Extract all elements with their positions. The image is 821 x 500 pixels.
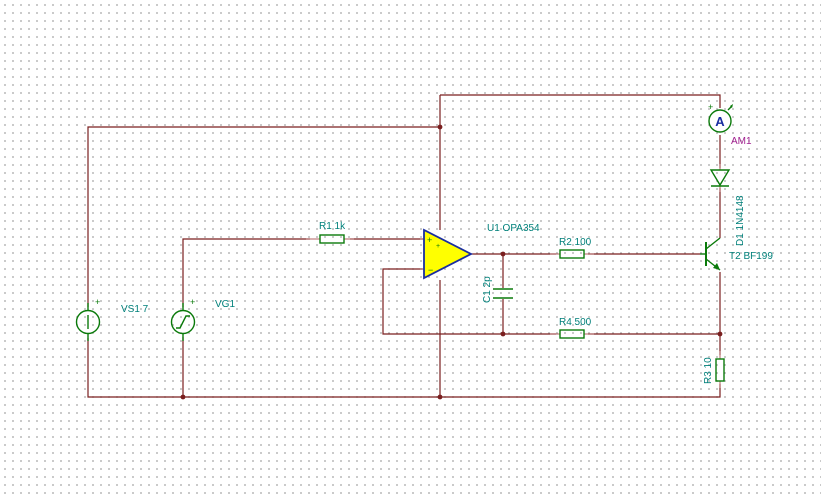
junction-dot <box>500 331 506 337</box>
wire-vs1-top <box>87 126 440 307</box>
junction-dot <box>180 394 186 400</box>
opamp-supply-plus: + <box>436 243 440 250</box>
wire-feedback <box>382 268 556 335</box>
opamp-minus-input: − <box>428 265 433 275</box>
vg1-plus-sign: + <box>190 297 195 307</box>
r4-label: R4 500 <box>559 317 592 328</box>
junction-dot <box>500 251 506 257</box>
wire-vg1-top <box>182 238 310 307</box>
junction-dot <box>437 394 443 400</box>
u1-opamp[interactable]: + − + U1 OPA354 <box>420 223 540 280</box>
ammeter-arrow-icon <box>730 104 733 108</box>
d1-diode[interactable]: D1 1N4148 <box>709 164 746 246</box>
junctions <box>180 124 723 400</box>
r1-resistor[interactable]: R1 1k <box>306 221 354 244</box>
am1-label: AM1 <box>731 136 752 147</box>
vs1-source[interactable]: + VS1 7 <box>75 297 149 341</box>
wires <box>87 94 721 398</box>
opamp-triangle <box>423 228 473 280</box>
junction-dot <box>437 124 443 130</box>
opamp-plus-input: + <box>427 235 432 245</box>
ammeter-plus-sign: + <box>708 102 713 112</box>
vg1-generator[interactable]: + VG1 <box>170 297 236 341</box>
c1-capacitor[interactable]: C1 2p <box>482 276 513 303</box>
vg1-label: VG1 <box>215 299 235 310</box>
r2-resistor[interactable]: R2 100 <box>550 237 594 259</box>
r3-resistor[interactable]: R3 10 <box>703 351 725 388</box>
emitter-arrow-icon <box>713 263 720 270</box>
vs1-plus-sign: + <box>95 297 100 307</box>
c1-label: C1 2p <box>482 276 493 303</box>
wire-bottom-rail <box>87 338 721 398</box>
r3-label: R3 10 <box>703 357 714 384</box>
t2-transistor[interactable]: T2 BF199 <box>700 237 773 271</box>
t2-label: T2 BF199 <box>729 251 773 262</box>
r1-label: R1 1k <box>319 221 346 232</box>
r4-resistor[interactable]: R4 500 <box>550 317 594 339</box>
ammeter-a-symbol: A <box>715 114 725 129</box>
am1-ammeter[interactable]: A + AM1 <box>708 102 752 147</box>
r2-label: R2 100 <box>559 237 592 248</box>
junction-dot <box>717 331 723 337</box>
d1-label: D1 1N4148 <box>735 195 746 246</box>
diode-triangle-icon <box>709 169 731 187</box>
wire-top-rail <box>440 94 721 108</box>
step-wave-icon <box>176 315 190 329</box>
u1-label: U1 OPA354 <box>487 223 540 234</box>
vs1-label: VS1 7 <box>121 304 149 315</box>
